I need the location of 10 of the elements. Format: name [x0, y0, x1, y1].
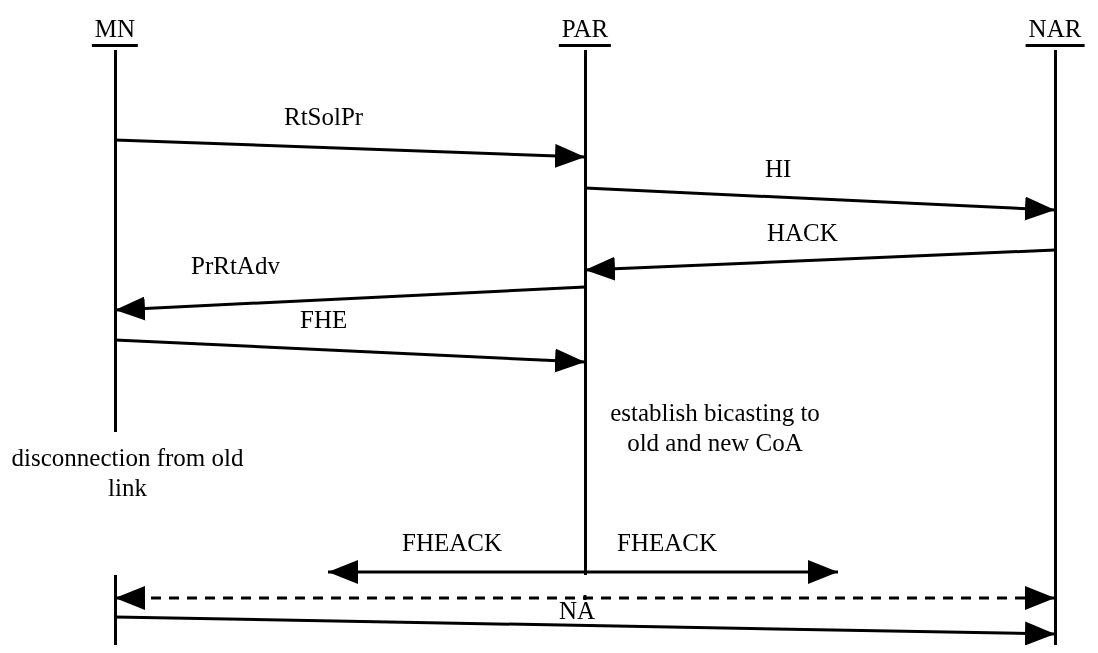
- message-label: FHEACK: [615, 532, 719, 554]
- message-label: PrRtAdv: [189, 255, 282, 277]
- message-label: HI: [763, 158, 794, 180]
- participant-label: MN: [91, 14, 139, 47]
- participant-label: NAR: [1025, 14, 1085, 47]
- message-label: FHEACK: [400, 532, 504, 554]
- message-label: NA: [557, 600, 598, 622]
- participant-label: PAR: [558, 14, 612, 47]
- message-label: RtSolPr: [282, 106, 366, 128]
- message-label: HACK: [765, 222, 840, 244]
